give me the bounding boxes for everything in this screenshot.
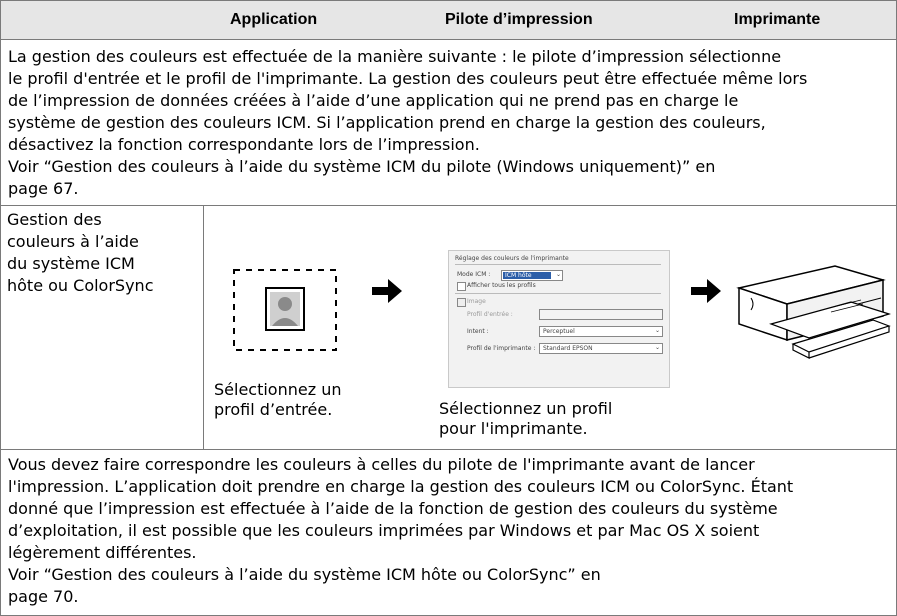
notes-paragraph: Vous devez faire correspondre les couleu… bbox=[1, 449, 896, 608]
text-line: l'impression. L’application doit prendre… bbox=[8, 477, 794, 496]
caption-line: Sélectionnez un profil bbox=[439, 399, 613, 418]
intent-select[interactable]: Perceptuel ⌄ bbox=[539, 326, 663, 337]
intent-value: Perceptuel bbox=[543, 328, 575, 335]
text-line: système de gestion des couleurs ICM. Si … bbox=[8, 113, 766, 132]
chevron-down-icon: ⌄ bbox=[654, 344, 660, 351]
caption-line: Sélectionnez un bbox=[214, 380, 342, 399]
input-profile-image bbox=[233, 269, 337, 351]
header-printer: Imprimante bbox=[734, 11, 821, 28]
mode-icm-label: Mode ICM : bbox=[457, 271, 491, 278]
workflow-row: Gestion des couleurs à l’aide du système… bbox=[0, 205, 897, 450]
dialog-divider bbox=[455, 264, 661, 265]
text-line: Voir “Gestion des couleurs à l’aide du s… bbox=[8, 565, 601, 584]
method-label: Gestion des couleurs à l’aide du système… bbox=[1, 205, 203, 301]
caption-line: pour l'imprimante. bbox=[439, 419, 588, 438]
label-line: hôte ou ColorSync bbox=[7, 276, 154, 295]
table-header: Application Pilote d’impression Impriman… bbox=[0, 0, 897, 40]
method-label-cell: Gestion des couleurs à l’aide du système… bbox=[1, 205, 204, 449]
text-line: page 67. bbox=[8, 179, 79, 198]
mode-icm-value: ICM hôte bbox=[503, 272, 551, 279]
intent-label: Intent : bbox=[467, 328, 489, 335]
chevron-down-icon: ⌄ bbox=[555, 271, 561, 278]
printer-icon bbox=[736, 265, 891, 359]
description-paragraph: La gestion des couleurs est effectuée de… bbox=[1, 40, 896, 200]
dialog-divider bbox=[455, 293, 661, 294]
caption-input-profile: Sélectionnez un profil d’entrée. bbox=[214, 380, 341, 420]
label-line: du système ICM bbox=[7, 254, 135, 273]
show-all-profiles-checkbox[interactable] bbox=[457, 282, 466, 291]
input-profile-label: Profil d'entrée : bbox=[467, 311, 513, 318]
printer-driver-dialog: Réglage des couleurs de l'imprimante Mod… bbox=[448, 250, 670, 388]
text-line: page 70. bbox=[8, 587, 79, 606]
header-printer-driver: Pilote d’impression bbox=[445, 11, 593, 28]
caption-printer-profile: Sélectionnez un profil pour l'imprimante… bbox=[439, 399, 612, 439]
header-application: Application bbox=[230, 11, 318, 28]
text-line: Voir “Gestion des couleurs à l’aide du s… bbox=[8, 157, 716, 176]
label-line: couleurs à l’aide bbox=[7, 232, 139, 251]
text-line: désactivez la fonction correspondante lo… bbox=[8, 135, 480, 154]
printer-profile-select[interactable]: Standard EPSON ⌄ bbox=[539, 343, 663, 354]
text-line: le profil d'entrée et le profil de l'imp… bbox=[8, 69, 808, 88]
text-line: Vous devez faire correspondre les couleu… bbox=[8, 455, 755, 474]
printer-profile-value: Standard EPSON bbox=[543, 345, 593, 352]
notes-row: Vous devez faire correspondre les couleu… bbox=[0, 449, 897, 616]
chevron-down-icon: ⌄ bbox=[654, 327, 660, 334]
text-line: La gestion des couleurs est effectuée de… bbox=[8, 47, 782, 66]
text-line: d’exploitation, il est possible que les … bbox=[8, 521, 760, 540]
input-profile-select[interactable] bbox=[539, 309, 663, 320]
text-line: donné que l’impression est effectuée à l… bbox=[8, 499, 778, 518]
printer-profile-label: Profil de l'imprimante : bbox=[467, 345, 536, 352]
show-all-profiles-label: Afficher tous les profils bbox=[467, 282, 536, 289]
arrow-right-icon bbox=[691, 279, 721, 303]
arrow-right-icon bbox=[372, 279, 402, 303]
caption-line: profil d’entrée. bbox=[214, 400, 333, 419]
text-line: de l’impression de données créées à l’ai… bbox=[8, 91, 739, 110]
image-checkbox[interactable] bbox=[457, 298, 466, 307]
mode-icm-select[interactable]: ICM hôte ⌄ bbox=[501, 270, 563, 281]
description-row: La gestion des couleurs est effectuée de… bbox=[0, 39, 897, 206]
dialog-group-title: Réglage des couleurs de l'imprimante bbox=[455, 255, 569, 262]
label-line: Gestion des bbox=[7, 210, 102, 229]
image-label: Image bbox=[467, 298, 486, 305]
text-line: légèrement différentes. bbox=[8, 543, 197, 562]
